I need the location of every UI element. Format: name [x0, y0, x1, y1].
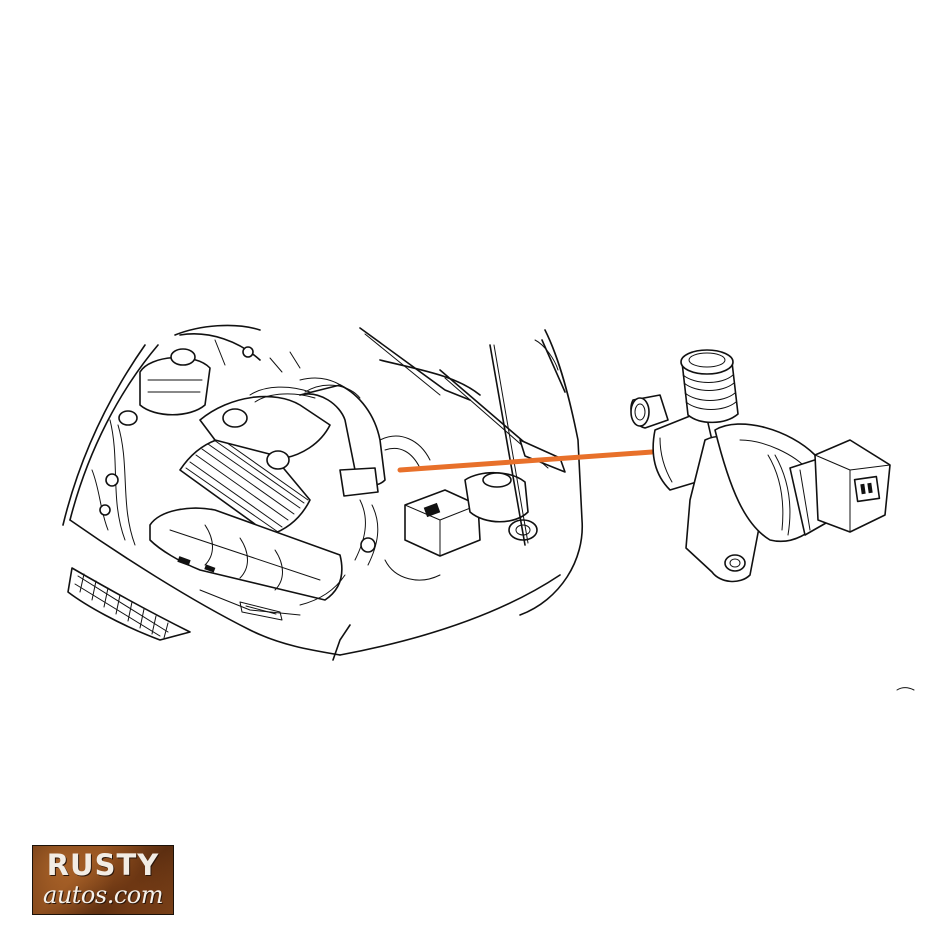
air-filter-box	[149, 507, 343, 601]
logo-text-rusty: RUSTY	[46, 848, 160, 882]
logo-text-domain: autos.com	[43, 881, 163, 909]
rustyautos-logo: RUSTY autos.com	[32, 845, 174, 915]
valve-component-closeup	[630, 349, 891, 583]
electrical-connector	[814, 439, 891, 533]
front-grille	[67, 567, 191, 641]
engine-bay-illustration	[62, 324, 583, 661]
leader-line	[397, 449, 655, 473]
coolant-reservoir	[118, 348, 211, 426]
battery	[404, 489, 481, 557]
